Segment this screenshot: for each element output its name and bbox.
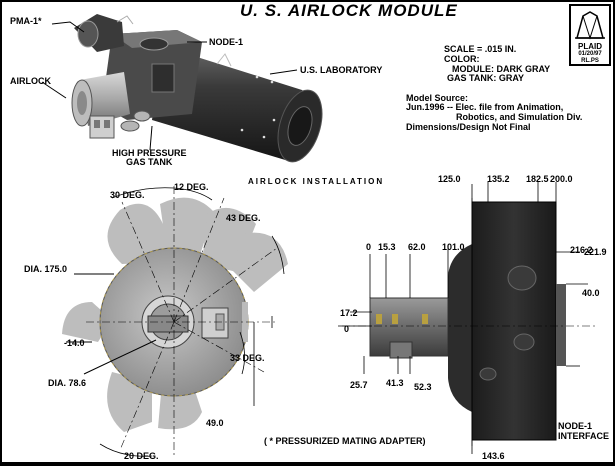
angle-43-label: 43 DEG. — [226, 213, 261, 223]
plaid-logo: PLAID 01/20/97 RL.PS — [569, 4, 611, 66]
angle-30-label: 30 DEG. — [110, 190, 145, 200]
gas-tank-label-1: HIGH PRESSURE — [112, 148, 187, 158]
node-interface-label-1: NODE-1 — [558, 421, 593, 431]
node-1-label: NODE-1 — [209, 37, 244, 47]
dim-257-label: 25.7 — [350, 380, 368, 390]
source-line-1: Jun.1996 -- Elec. file from Animation, — [406, 102, 564, 112]
page-title: U. S. AIRLOCK MODULE — [240, 2, 458, 20]
dim-153-label: 15.3 — [378, 242, 396, 252]
angle-12-label: 12 DEG. — [174, 182, 209, 192]
logo-name: PLAID — [578, 42, 602, 51]
airlock-label: AIRLOCK — [10, 76, 51, 86]
side-view-drawing — [338, 182, 598, 454]
dim-1010-label: 101.0 — [442, 242, 465, 252]
design-disclaimer: Dimensions/Design Not Final — [406, 122, 531, 132]
dia-786-label: DIA. 78.6 — [48, 378, 87, 388]
source-heading: Model Source: — [406, 93, 469, 103]
gas-tank-model — [120, 110, 151, 132]
dim-200-label: 200.0 — [550, 174, 573, 184]
pma-1-model — [74, 14, 134, 52]
us-laboratory-label: U.S. LABORATORY — [300, 65, 383, 75]
pma-1-label: PMA-1* — [10, 16, 42, 26]
dim-413-label: 41.3 — [386, 378, 404, 388]
module-color: MODULE: DARK GRAY — [452, 64, 551, 74]
dim-0-top-label: 0 — [366, 242, 372, 252]
dim-125-label: 125.0 — [438, 174, 461, 184]
angle-33-label: 33 DEG. — [230, 353, 265, 363]
section-title: AIRLOCK INSTALLATION — [248, 177, 385, 186]
isometric-model — [41, 14, 323, 163]
logo-initials: RL.PS — [581, 58, 599, 64]
airlock-model — [71, 72, 130, 139]
dim-400-label: 40.0 — [582, 288, 600, 298]
logo-date: 01/20/97 — [578, 51, 602, 57]
dim-1825-label: 182.5 — [526, 174, 549, 184]
tank-color: GAS TANK: GRAY — [447, 73, 525, 83]
scale-label: SCALE = .015 IN. — [444, 44, 517, 54]
dim-620-label: 62.0 — [408, 242, 426, 252]
plaid-logo-icon — [575, 11, 605, 40]
dim-neg14-label: -14.0 — [64, 338, 85, 348]
angle-20-label: 20 DEG. — [124, 451, 159, 461]
dim-1436-label: 143.6 — [482, 451, 505, 461]
dim-0-side-label: 0 — [344, 324, 350, 334]
dim-2162-label: 216.2 — [570, 245, 593, 255]
source-line-2: Robotics, and Simulation Div. — [456, 112, 583, 122]
dia-175-label: DIA. 175.0 — [24, 264, 68, 274]
dim-523-label: 52.3 — [414, 382, 432, 392]
front-view-drawing — [62, 186, 288, 457]
color-heading: COLOR: — [444, 54, 480, 64]
dim-2219-label: 221.9 — [584, 247, 607, 257]
node-interface-label-2: INTERFACE — [558, 431, 610, 441]
footnote: ( * PRESSURIZED MATING ADAPTER) — [264, 436, 426, 446]
dim-49-label: 49.0 — [206, 418, 224, 428]
dim-172-label: 17.2 — [340, 308, 358, 318]
dim-1352-label: 135.2 — [487, 174, 510, 184]
gas-tank-label-2: GAS TANK — [126, 157, 173, 167]
